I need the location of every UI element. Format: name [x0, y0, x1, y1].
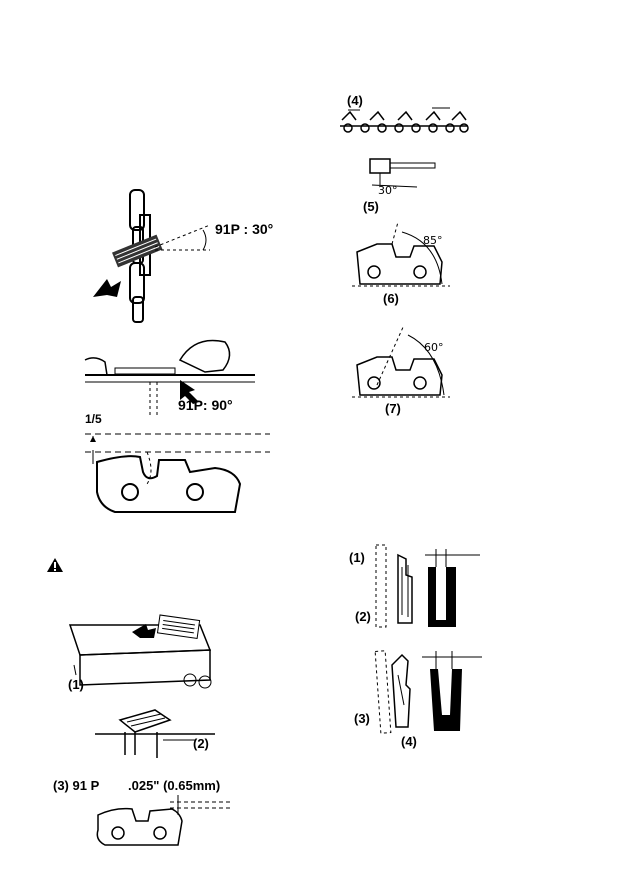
- gauge-label-3: (3) 91 P: [53, 778, 100, 793]
- right-label-5: (5): [363, 199, 379, 214]
- filing-angle-label: 91P : 30°: [215, 221, 274, 237]
- file-level-figure: 91P: 90°: [84, 330, 285, 420]
- file-level-label: 91P: 90°: [178, 397, 233, 413]
- groove-label-3: (3): [354, 711, 370, 726]
- file-guide-drawing: [369, 158, 436, 188]
- gauge-figure: (1): [60, 610, 240, 710]
- gauge-closeup-figure: (2): [95, 709, 225, 760]
- cutter-gauge-drawing: [96, 795, 230, 846]
- cutter-60-drawing: [352, 324, 450, 398]
- right-label-7: (7): [385, 401, 401, 416]
- angle-30-label: 30°: [378, 184, 398, 197]
- gauge-closeup-drawing: [95, 709, 215, 758]
- groove-bent-drawing: [374, 650, 482, 734]
- right-label-4: (4): [347, 93, 363, 108]
- gauge-label-2: (2): [193, 736, 209, 751]
- groove-label-4: (4): [401, 734, 417, 749]
- cutter-85-drawing: [352, 221, 450, 287]
- depth-figure: 1/5: [85, 412, 270, 532]
- cutter-depth-drawing: [85, 433, 270, 513]
- angle-85-label: 85°: [423, 234, 443, 247]
- chain-vertical-drawing: [93, 189, 211, 323]
- right-label-6: (6): [383, 291, 399, 306]
- groove-worn-drawing: [375, 544, 480, 628]
- angle-60-label: 60°: [424, 341, 444, 354]
- depth-label: 1/5: [85, 412, 102, 426]
- filing-angle-figure: 91P : 30°: [85, 185, 315, 325]
- gauge-on-bar-drawing: [68, 614, 212, 689]
- gauge-label-1: (1): [68, 677, 84, 692]
- chain-horizontal-drawing: [340, 107, 469, 133]
- gauge-value: .025" (0.65mm): [128, 778, 221, 793]
- groove-label-2: (2): [355, 609, 371, 624]
- groove-label-1: (1): [349, 550, 365, 565]
- file-hand-drawing: [84, 339, 255, 415]
- warning-triangle-icon: [47, 558, 63, 572]
